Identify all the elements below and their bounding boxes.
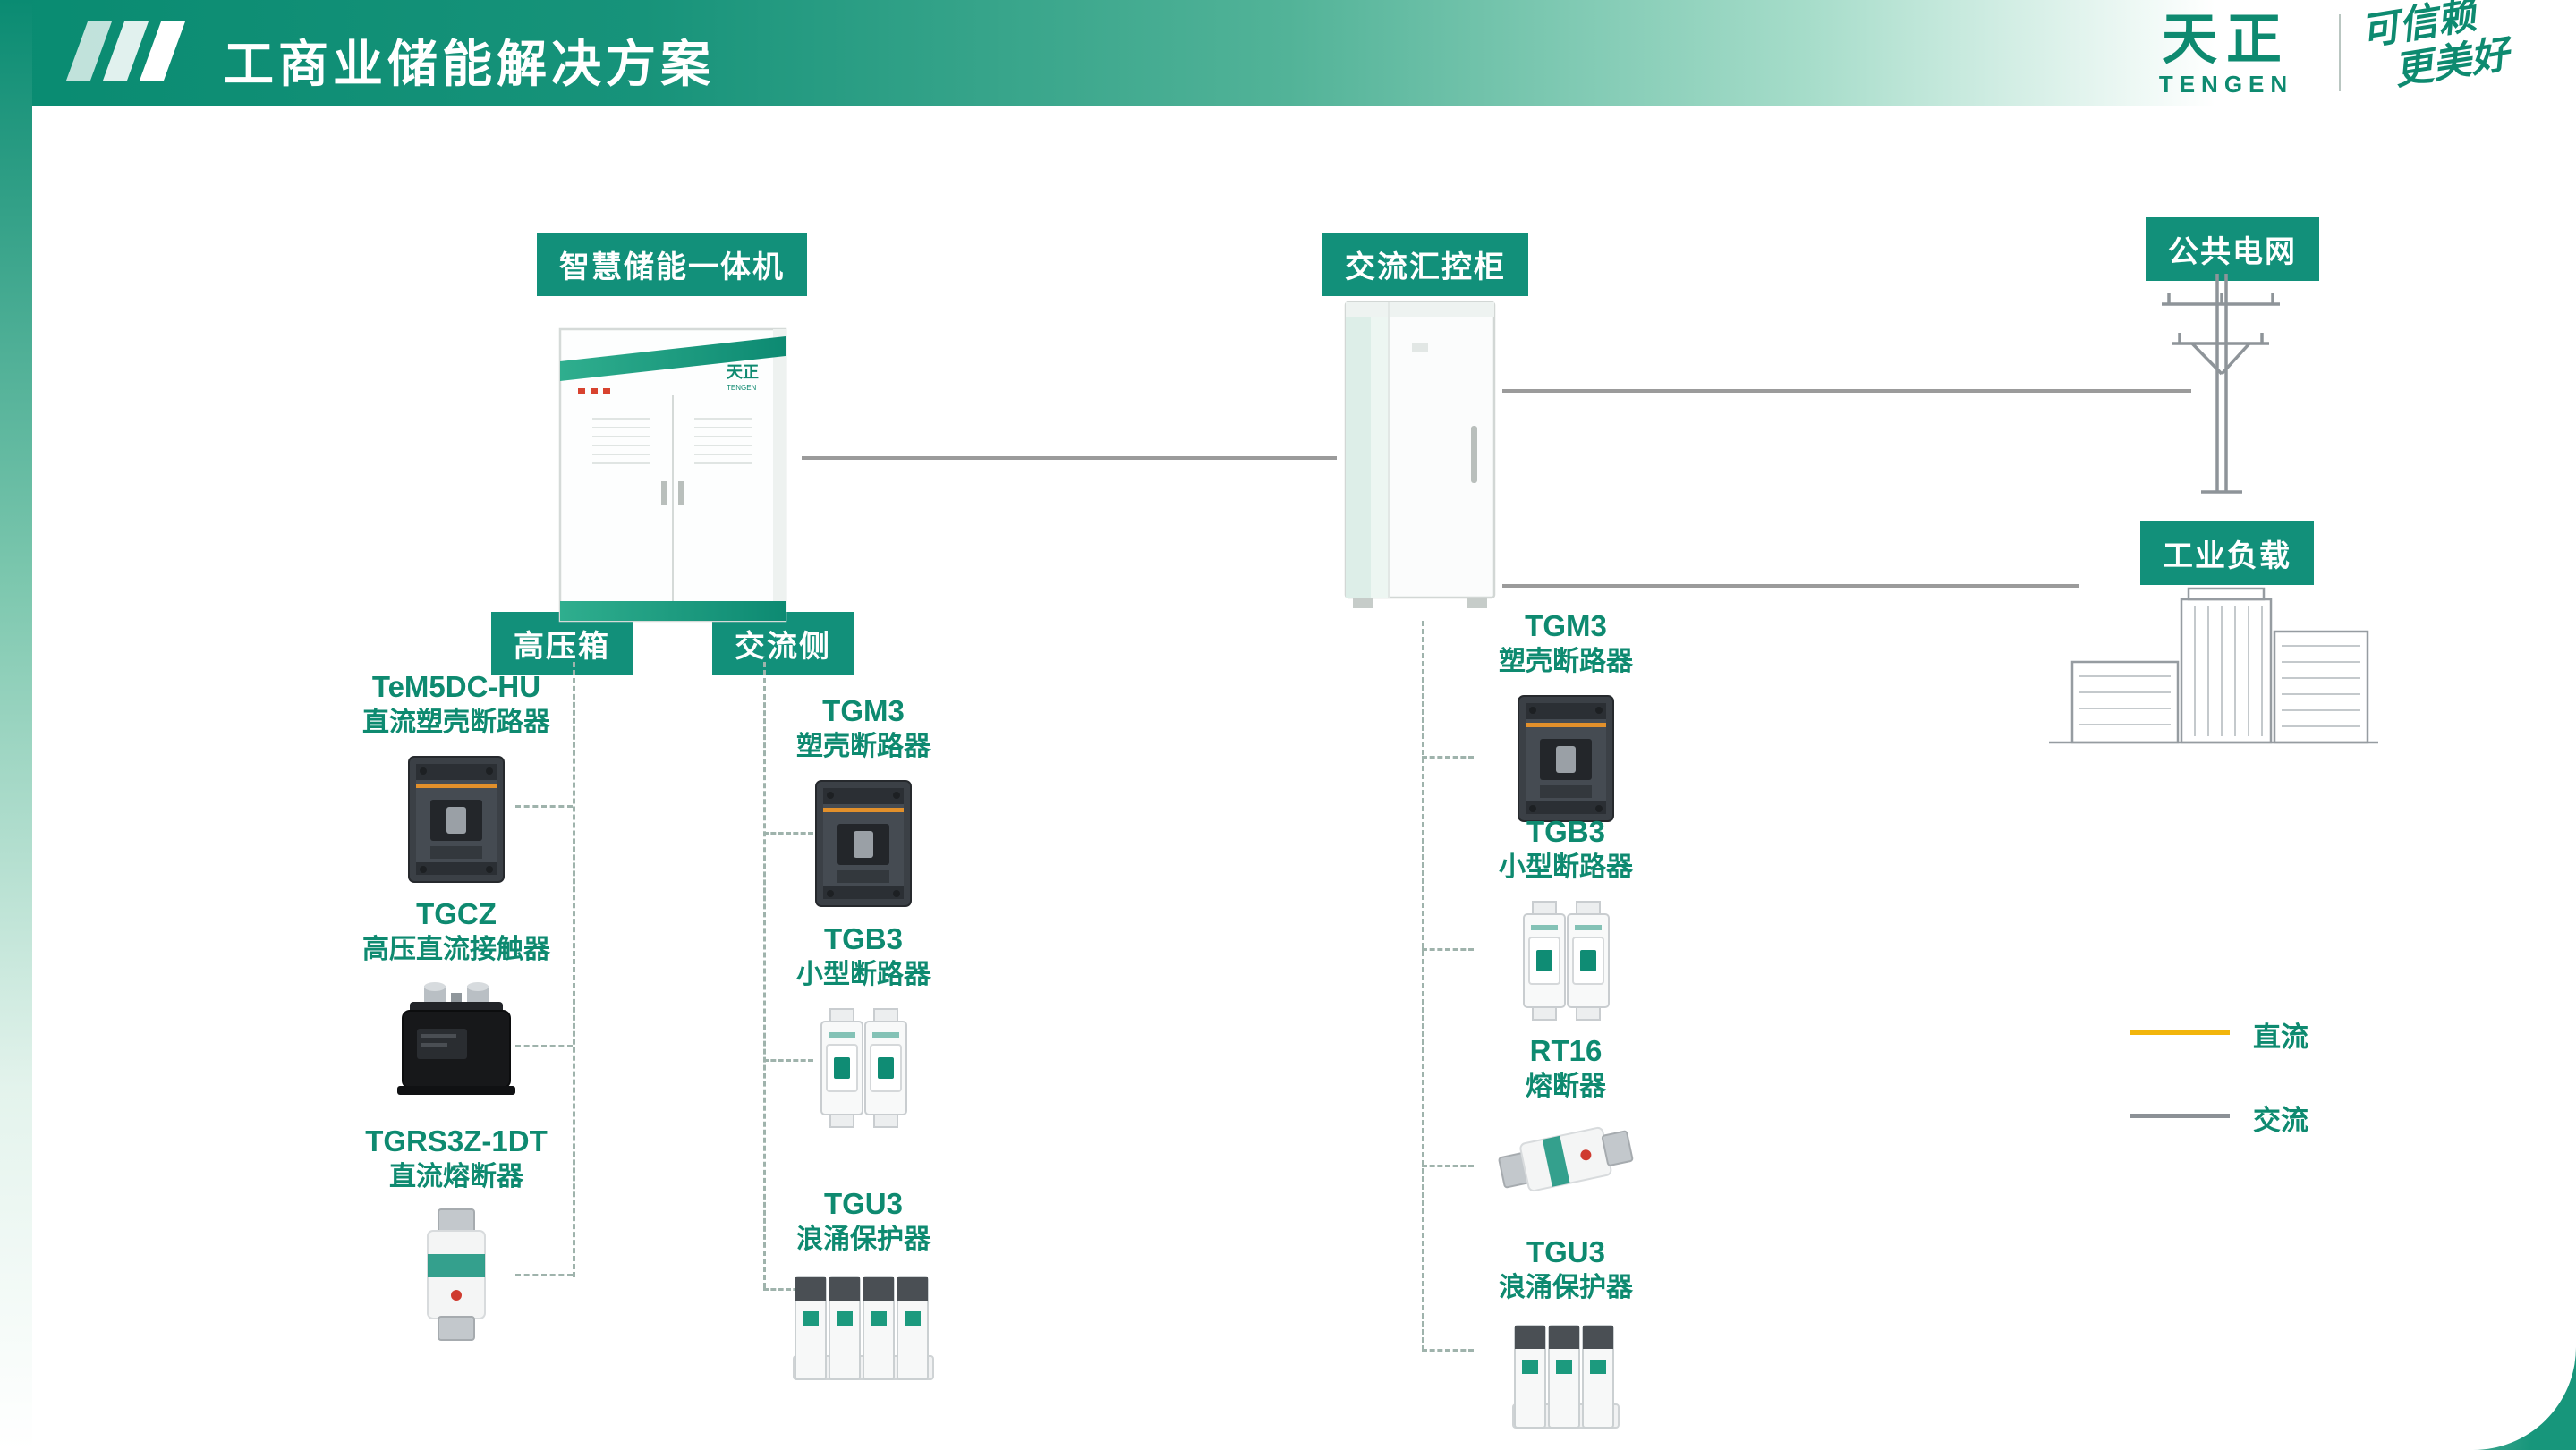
- product-name: 小型断路器: [796, 959, 931, 989]
- tag-hv-box: 高压箱: [491, 612, 633, 675]
- product-card: RT16 熔断器: [1458, 1033, 1673, 1202]
- dashed-stub-hv-2: [515, 1045, 573, 1047]
- mccb-product-image: [811, 777, 916, 910]
- tag-ac-side: 交流侧: [712, 612, 854, 675]
- dc-fuse-product-image: [412, 1208, 501, 1342]
- dashed-stub-hv-1: [515, 805, 573, 808]
- connection-line-combiner-to-grid: [1502, 389, 2191, 393]
- logo-divider: [2339, 14, 2341, 91]
- mccb-product-image: [1513, 692, 1619, 825]
- product-model: TGM3: [822, 694, 905, 727]
- top-banner: [0, 0, 2576, 106]
- tag-industrial-load: 工业负载: [2140, 521, 2314, 585]
- cabinet-brand-subtext: TENGEN: [727, 384, 757, 392]
- dashed-stub-combiner-3: [1422, 1165, 1474, 1167]
- product-name: 小型断路器: [1499, 852, 1633, 882]
- product-name: 塑壳断路器: [796, 731, 931, 761]
- dashed-stub-combiner-2: [1422, 948, 1474, 951]
- product-card: TGU3 浪涌保护器: [1458, 1234, 1673, 1435]
- product-card: TGB3 小型断路器: [1458, 814, 1673, 1023]
- surge-protector-product-image: [1511, 1319, 1620, 1435]
- product-model: TGRS3Z-1DT: [365, 1124, 548, 1157]
- mini-breaker-product-image: [1517, 898, 1615, 1023]
- factory-buildings-illustration: [2049, 587, 2378, 744]
- product-name: 直流塑壳断路器: [362, 707, 550, 737]
- product-model: TGU3: [1526, 1235, 1605, 1268]
- product-model: TGB3: [1526, 815, 1605, 848]
- product-model: TGM3: [1525, 609, 1607, 642]
- product-name: 浪涌保护器: [1499, 1272, 1633, 1302]
- product-model: TGU3: [823, 1187, 903, 1220]
- tag-smart-storage-unit: 智慧储能一体机: [537, 233, 807, 296]
- brand-subname: TENGEN: [2158, 71, 2294, 98]
- legend-ac-label: 交流: [2253, 1105, 2308, 1136]
- dashed-line-ac-vertical: [763, 662, 766, 1288]
- combiner-cabinet-illustration: [1344, 301, 1496, 608]
- dashed-stub-combiner-4: [1422, 1349, 1474, 1352]
- dashed-stub-ac-3: [763, 1288, 813, 1291]
- product-name: 塑壳断路器: [1499, 646, 1633, 676]
- surge-protector-product-image: [792, 1270, 935, 1386]
- brand-name: 天正: [2161, 9, 2291, 71]
- product-name: 直流熔断器: [389, 1161, 523, 1191]
- tag-ac-combiner-cabinet: 交流汇控柜: [1322, 233, 1528, 296]
- legend-dc-label: 直流: [2253, 1022, 2308, 1053]
- contactor-product-image: [394, 980, 519, 1097]
- dashed-stub-ac-1: [763, 832, 813, 835]
- product-card: TGRS3Z-1DT 直流熔断器: [349, 1124, 564, 1342]
- product-card: TGM3 塑壳断路器: [1458, 608, 1673, 825]
- utility-pole-illustration: [2162, 274, 2280, 494]
- product-card: TGM3 塑壳断路器: [756, 693, 971, 910]
- product-name: 浪涌保护器: [796, 1224, 931, 1254]
- connection-line-storage-to-combiner: [802, 456, 1337, 460]
- page-title: 工商业储能解决方案: [224, 36, 715, 92]
- product-model: TeM5DC-HU: [371, 670, 541, 703]
- dashed-line-hv-vertical: [573, 662, 575, 1277]
- connection-line-combiner-to-load: [1502, 584, 2079, 588]
- product-card: TGB3 小型断路器: [756, 921, 971, 1131]
- ac-fuse-product-image: [1492, 1104, 1640, 1215]
- dashed-stub-ac-2: [763, 1059, 813, 1062]
- product-card: TeM5DC-HU 直流塑壳断路器: [349, 669, 564, 886]
- cabinet-brand-text: 天正: [727, 363, 759, 381]
- product-model: TGCZ: [416, 897, 497, 930]
- storage-cabinet-illustration: 天正 TENGEN: [558, 327, 787, 623]
- product-name: 高压直流接触器: [362, 934, 550, 964]
- brand-logo: 天正 TENGEN: [2131, 11, 2321, 98]
- mccb-product-image: [404, 753, 509, 886]
- dashed-line-combiner-vertical: [1422, 621, 1424, 1351]
- product-model: RT16: [1529, 1034, 1603, 1067]
- mini-breaker-product-image: [814, 1005, 913, 1131]
- dashed-stub-combiner-1: [1422, 756, 1474, 759]
- legend-ac-line: [2130, 1114, 2230, 1118]
- tag-public-grid: 公共电网: [2146, 217, 2319, 281]
- dashed-stub-hv-3: [515, 1274, 573, 1276]
- left-accent-strip: [0, 0, 32, 1450]
- product-name: 熔断器: [1526, 1071, 1606, 1101]
- product-card: TGU3 浪涌保护器: [756, 1186, 971, 1386]
- product-card: TGCZ 高压直流接触器: [349, 896, 564, 1097]
- product-model: TGB3: [823, 922, 903, 955]
- triple-slash-icon: [65, 21, 186, 81]
- legend-dc-line: [2130, 1030, 2230, 1035]
- corner-accent-mask: [2290, 1343, 2576, 1450]
